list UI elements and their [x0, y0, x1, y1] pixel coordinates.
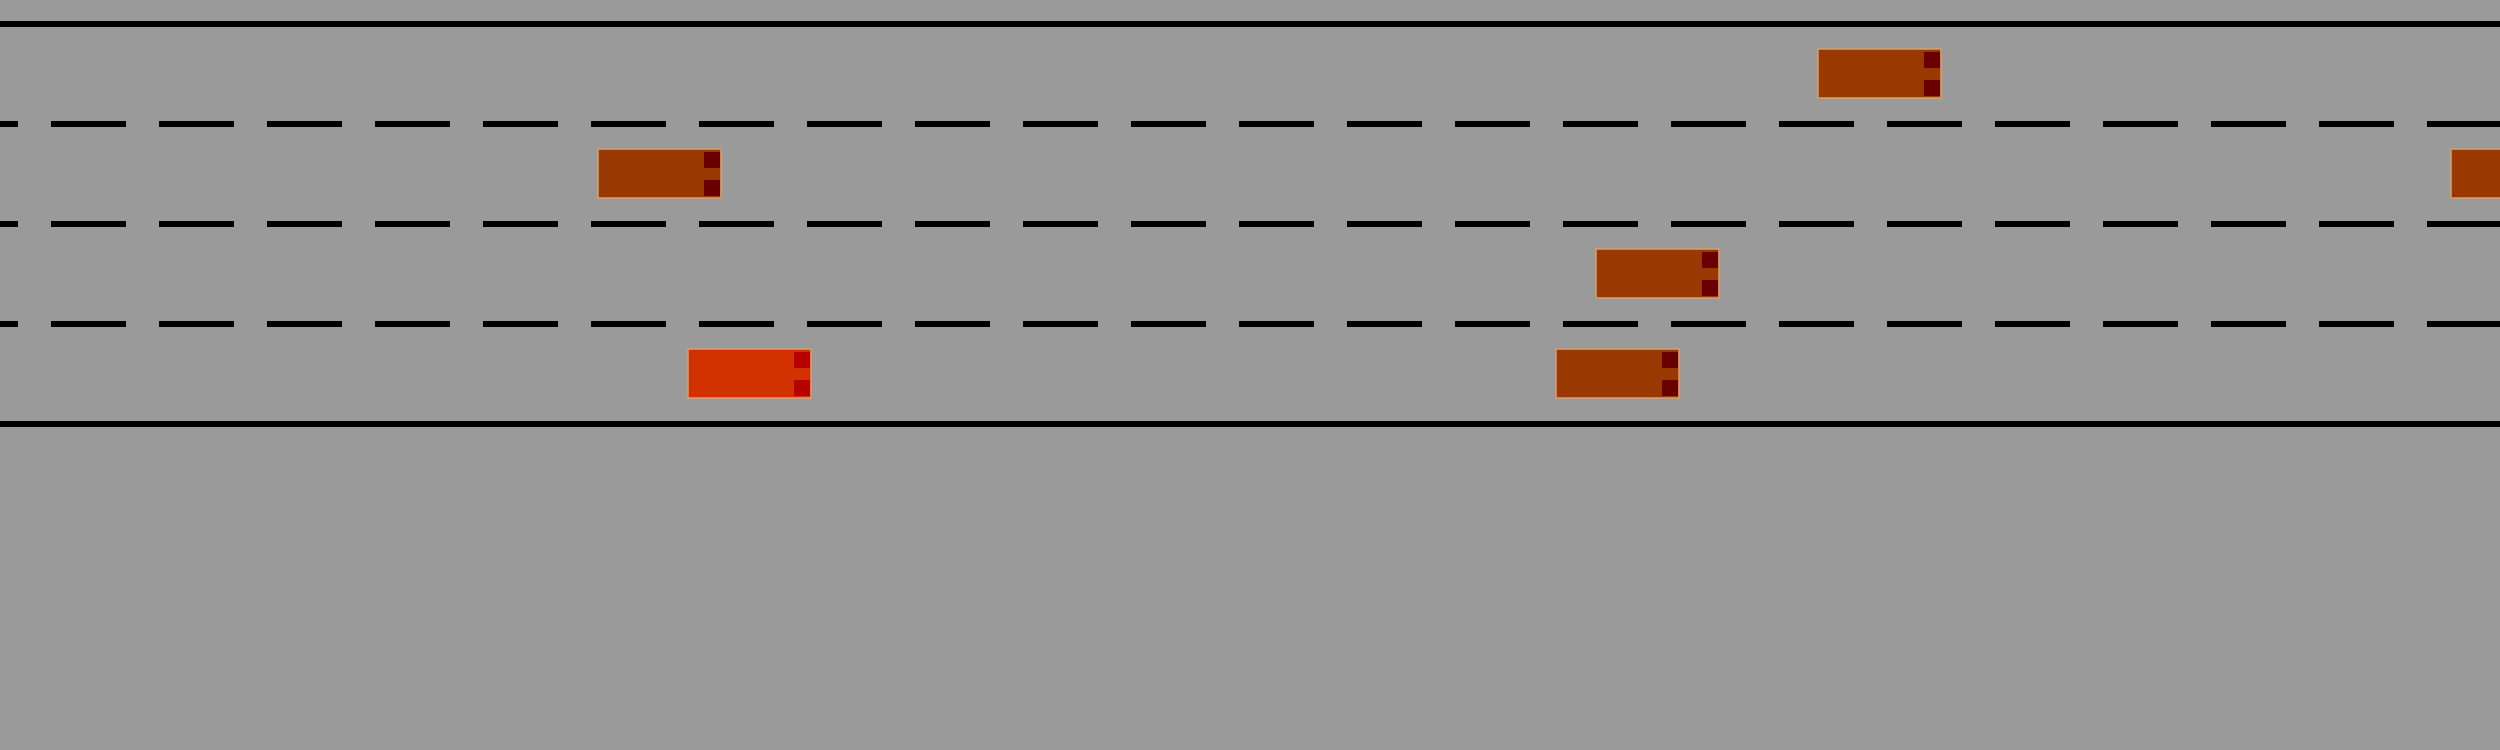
vehicle-body [1817, 48, 1942, 99]
vehicle-light [1924, 52, 1940, 68]
vehicle [1555, 348, 1680, 399]
vehicle-body [2450, 148, 2500, 199]
vehicle-light [1702, 252, 1718, 268]
vehicle-light [794, 352, 810, 368]
vehicle-light [1662, 352, 1678, 368]
vehicle-light [794, 380, 810, 396]
vehicle-light [704, 180, 720, 196]
vehicle-light [1924, 80, 1940, 96]
vehicle [2450, 148, 2500, 199]
vehicle-light [704, 152, 720, 168]
vehicle [1817, 48, 1942, 99]
vehicle-light [1702, 280, 1718, 296]
ego-vehicle [687, 348, 812, 399]
vehicle [597, 148, 722, 199]
vehicle [1595, 248, 1720, 299]
vehicle-body [1555, 348, 1680, 399]
vehicle-body [1595, 248, 1720, 299]
vehicle-body [687, 348, 812, 399]
vehicle-light [1662, 380, 1678, 396]
vehicle-body [597, 148, 722, 199]
